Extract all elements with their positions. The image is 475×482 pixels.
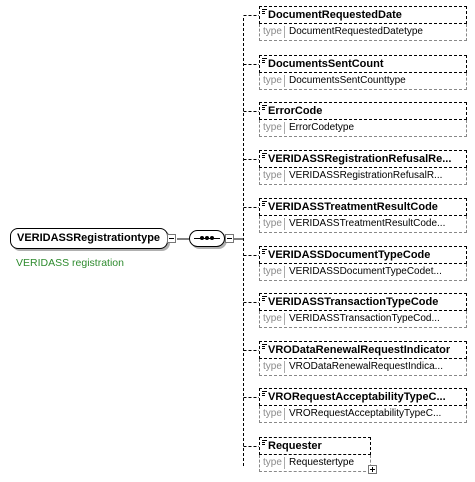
element-type-name: VERIDASSDocumentTypeCodet... [289,266,442,277]
element-type-name: VERIDASSRegistrationRefusalR... [289,170,443,181]
type-key-label: type [263,26,282,37]
element-type-name: DocumentsSentCounttype [289,75,406,86]
element-type-row: type DocumentsSentCounttype [259,73,467,90]
type-key-label: type [263,313,282,324]
element-icon [262,391,267,396]
schema-element[interactable]: VERIDASSRegistrationRefusalRe... type VERI… [259,150,467,185]
element-type-row: type VERIDASSTransactionTypeCod... [259,311,467,328]
element-type-name: Requestertype [289,457,355,468]
type-separator [284,361,285,373]
schema-element[interactable]: VERIDASSTreatmentResultCode type VERIDASST… [259,198,467,233]
element-name-row: VRODataRenewalRequestIndicator [259,341,467,359]
element-name: VRORequestAcceptabilityTypeC... [268,391,446,403]
type-separator [284,313,285,325]
sequence-dot-icon [200,236,204,240]
element-type-name: VERIDASSTreatmentResultCode... [289,218,446,229]
sequence-compositor[interactable] [189,230,225,247]
root-documentation: VERIDASS registration [16,257,124,269]
element-icon [262,58,267,63]
type-separator [284,457,285,469]
type-separator [284,26,285,38]
element-icon [262,249,267,254]
sequence-dot-icon [210,236,214,240]
root-complex-type-box[interactable]: VERIDASSRegistrationtype [10,228,168,249]
type-key-label: type [263,361,282,372]
element-name-row: VRORequestAcceptabilityTypeC... [259,388,467,406]
element-type-name: VRORequestAcceptabilityTypeC... [289,408,442,419]
element-name: ErrorCode [268,105,323,117]
element-name-row: VERIDASSRegistrationRefusalRe... [259,150,467,168]
element-name: DocumentsSentCount [268,58,384,70]
schema-element[interactable]: VERIDASSDocumentTypeCode type VERIDASSDocu… [259,246,467,281]
type-separator [284,266,285,278]
element-type-row: type DocumentRequestedDatetype [259,24,467,41]
branch-lines [243,15,259,447]
type-key-label: type [263,122,282,133]
element-name-row: Requester [259,437,371,455]
element-type-name: VERIDASSTransactionTypeCod... [289,313,440,324]
type-separator [284,122,285,134]
type-key-label: type [263,408,282,419]
schema-element[interactable]: VRORequestAcceptabilityTypeC... type VRORe… [259,388,467,423]
element-name-row: VERIDASSTransactionTypeCode [259,293,467,311]
element-name: VERIDASSRegistrationRefusalRe... [268,153,452,165]
element-name: VRODataRenewalRequestIndicator [268,344,451,356]
type-key-label: type [263,75,282,86]
element-icon [262,201,267,206]
element-name-row: DocumentsSentCount [259,55,467,73]
root-collapse-icon[interactable] [167,234,176,243]
element-type-row: type VRORequestAcceptabilityTypeC... [259,406,467,423]
element-name-row: VERIDASSTreatmentResultCode [259,198,467,216]
element-type-row: type VERIDASSDocumentTypeCodet... [259,264,467,281]
element-type-row: type VRODataRenewalRequestIndica... [259,359,467,376]
element-name-row: VERIDASSDocumentTypeCode [259,246,467,264]
element-type-name: DocumentRequestedDatetype [289,26,423,37]
element-type-name: ErrorCodetype [289,122,355,133]
element-type-name: VRODataRenewalRequestIndica... [289,361,443,372]
schema-element[interactable]: VERIDASSTransactionTypeCode type VERIDASST… [259,293,467,328]
element-icon [262,344,267,349]
type-key-label: type [263,457,282,468]
element-icon [262,440,267,445]
schema-element[interactable]: VRODataRenewalRequestIndicator type VRODat… [259,341,467,376]
root-type-name: VERIDASSRegistrationtype [17,232,161,244]
type-separator [284,408,285,420]
element-name: VERIDASSDocumentTypeCode [268,249,431,261]
type-separator [284,75,285,87]
type-separator [284,218,285,230]
element-name-row: ErrorCode [259,102,467,120]
type-key-label: type [263,266,282,277]
element-icon [262,105,267,110]
element-type-row: type Requestertype [259,455,371,472]
sequence-dot-icon [205,236,209,240]
element-name-row: DocumentRequestedDate [259,6,467,24]
element-type-row: type ErrorCodetype [259,120,467,137]
element-type-row: type VERIDASSTreatmentResultCode... [259,216,467,233]
element-name: VERIDASSTransactionTypeCode [268,296,439,308]
element-name: VERIDASSTreatmentResultCode [268,201,438,213]
sequence-collapse-icon[interactable] [225,234,234,243]
element-name: DocumentRequestedDate [268,9,402,21]
expand-icon[interactable] [368,465,377,474]
element-icon [262,296,267,301]
type-separator [284,170,285,182]
type-key-label: type [263,218,282,229]
element-icon [262,153,267,158]
type-key-label: type [263,170,282,181]
element-type-row: type VERIDASSRegistrationRefusalR... [259,168,467,185]
element-name: Requester [268,440,322,452]
element-icon [262,9,267,14]
